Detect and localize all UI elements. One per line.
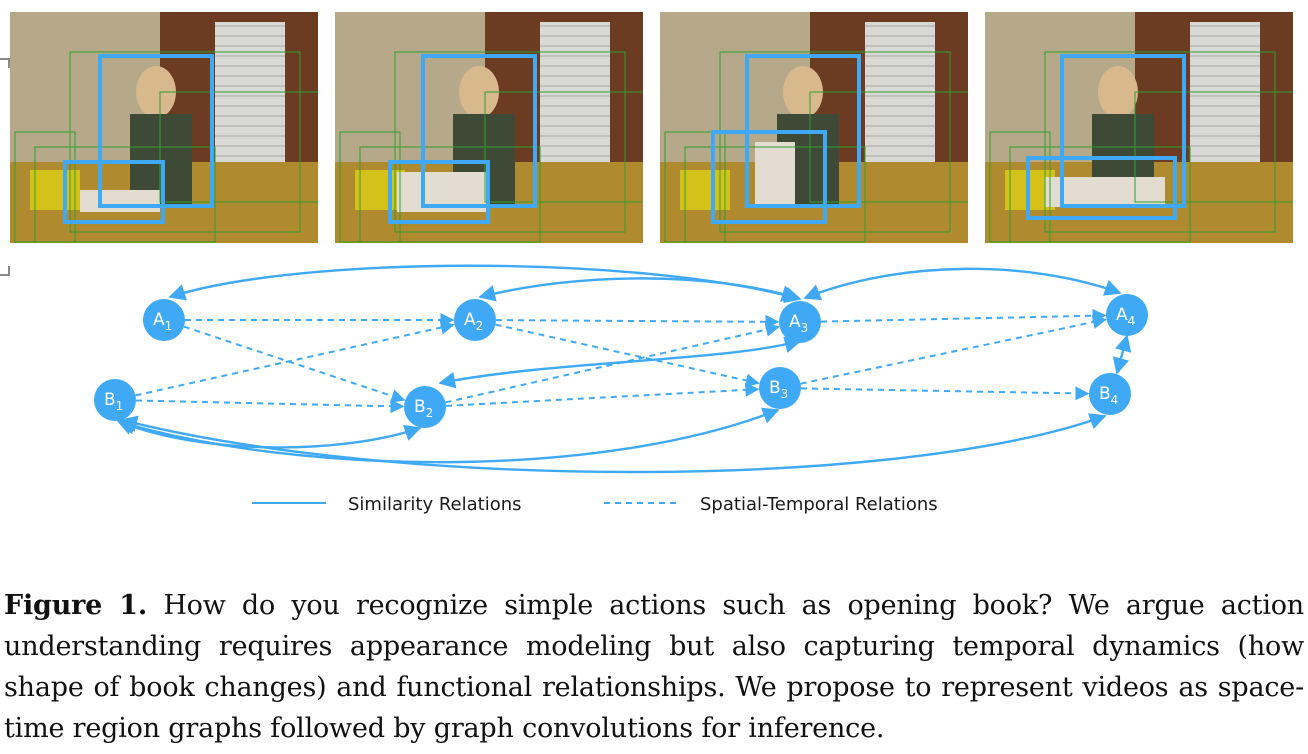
region-proposal-box bbox=[159, 91, 318, 203]
node-circle bbox=[779, 301, 821, 343]
legend: Similarity Relations Spatial-Temporal Re… bbox=[252, 494, 938, 515]
similarity-edge-b1-b4 bbox=[120, 413, 1107, 474]
graph-node-a3: A3 bbox=[779, 301, 821, 343]
region-proposal-box bbox=[719, 51, 951, 233]
figure-caption: Figure 1. How do you recognize simple ac… bbox=[4, 585, 1304, 749]
graph-node-b4: B4 bbox=[1089, 373, 1131, 415]
graph-node-b1: B1 bbox=[94, 379, 136, 421]
caption-label: Figure 1. bbox=[4, 590, 148, 621]
frame-scene bbox=[660, 12, 968, 243]
detection-box bbox=[98, 54, 214, 208]
crop-mark-bottom bbox=[0, 266, 10, 276]
book-object bbox=[755, 142, 795, 207]
graph-node-a2: A2 bbox=[454, 299, 496, 341]
spatial-temporal-edge-a3-a4 bbox=[820, 308, 1107, 323]
node-label: B4 bbox=[1099, 384, 1118, 407]
frame-scene bbox=[335, 12, 643, 243]
caption-text: How do you recognize simple actions such… bbox=[4, 590, 1304, 744]
detection-box bbox=[388, 160, 490, 224]
similarity-edge-b1-b3 bbox=[118, 407, 780, 464]
region-proposal-box bbox=[484, 91, 643, 203]
person-head bbox=[1098, 66, 1138, 118]
spatial-temporal-edge-b2-a3 bbox=[445, 322, 780, 404]
yellow-cushion bbox=[680, 170, 730, 210]
spatial-temporal-edges bbox=[135, 308, 1107, 414]
similarity-edge-b2-a3 bbox=[438, 336, 802, 389]
book-object bbox=[80, 190, 160, 212]
video-frames bbox=[0, 0, 1308, 276]
region-proposal-box bbox=[989, 131, 1051, 243]
node-label: A4 bbox=[1116, 305, 1135, 328]
video-frame-3 bbox=[660, 12, 968, 243]
similarity-edge-a3-a4 bbox=[803, 267, 1122, 301]
frame-scene bbox=[985, 12, 1293, 243]
node-circle bbox=[94, 379, 136, 421]
node-circle bbox=[143, 299, 185, 341]
yellow-cushion bbox=[30, 170, 80, 210]
legend-similarity-label: Similarity Relations bbox=[348, 494, 522, 515]
node-label: A1 bbox=[153, 310, 172, 333]
video-frame-2 bbox=[335, 12, 643, 243]
region-proposal-box bbox=[684, 146, 866, 243]
node-circle bbox=[759, 367, 801, 409]
node-label: B1 bbox=[104, 390, 123, 413]
detection-box bbox=[1026, 156, 1177, 220]
region-proposal-box bbox=[394, 51, 626, 233]
spatial-temporal-edge-a2-a3 bbox=[495, 314, 780, 329]
person-head bbox=[783, 66, 823, 118]
region-proposal-box bbox=[1009, 146, 1191, 243]
region-proposal-box bbox=[339, 131, 401, 243]
node-circle bbox=[454, 299, 496, 341]
spatial-temporal-edge-b3-a4 bbox=[800, 315, 1107, 385]
frame-scene bbox=[10, 12, 318, 243]
node-circle bbox=[1089, 373, 1131, 415]
similarity-edges bbox=[116, 264, 1132, 474]
detection-box bbox=[711, 130, 827, 224]
detection-box bbox=[421, 54, 537, 208]
node-circle bbox=[404, 386, 446, 428]
spatial-temporal-edge-b3-b4 bbox=[800, 386, 1090, 401]
node-label: B2 bbox=[414, 397, 433, 420]
yellow-cushion bbox=[355, 170, 405, 210]
spatial-temporal-edge-b1-b2 bbox=[135, 399, 405, 414]
graph-node-b2: B2 bbox=[404, 386, 446, 428]
spatial-temporal-edge-b1-a2 bbox=[135, 320, 455, 397]
region-proposal-box bbox=[809, 91, 968, 203]
similarity-edge-a1-a3 bbox=[168, 264, 802, 304]
video-frame-4 bbox=[985, 12, 1293, 243]
region-proposal-box bbox=[14, 131, 76, 243]
detection-box bbox=[1060, 54, 1186, 208]
person-head bbox=[136, 66, 176, 118]
node-label: A2 bbox=[464, 310, 483, 333]
region-proposal-box bbox=[664, 131, 726, 243]
spatial-temporal-edge-a2-b3 bbox=[495, 323, 760, 388]
similarity-edge-a4-b4 bbox=[1112, 334, 1132, 375]
detection-box bbox=[63, 160, 165, 224]
person-head bbox=[459, 66, 499, 118]
spatial-temporal-edge-b2-b3 bbox=[445, 382, 760, 407]
graph-node-a4: A4 bbox=[1106, 294, 1148, 336]
region-proposal-box bbox=[1134, 91, 1293, 203]
region-proposal-box bbox=[359, 146, 541, 243]
region-proposal-box bbox=[1044, 51, 1276, 233]
node-circle bbox=[1106, 294, 1148, 336]
spatial-temporal-edge-a1-b2 bbox=[183, 325, 406, 403]
node-label: A3 bbox=[789, 312, 808, 335]
legend-spatial-temporal-label: Spatial-Temporal Relations bbox=[700, 494, 938, 515]
graph-node-b3: B3 bbox=[759, 367, 801, 409]
crop-mark-top bbox=[0, 58, 10, 68]
node-label: B3 bbox=[769, 378, 788, 401]
video-frame-1 bbox=[10, 12, 318, 243]
graph-node-a1: A1 bbox=[143, 299, 185, 341]
region-proposal-box bbox=[34, 146, 216, 243]
similarity-edge-a2-a3 bbox=[478, 277, 799, 302]
region-proposal-box bbox=[69, 51, 301, 233]
